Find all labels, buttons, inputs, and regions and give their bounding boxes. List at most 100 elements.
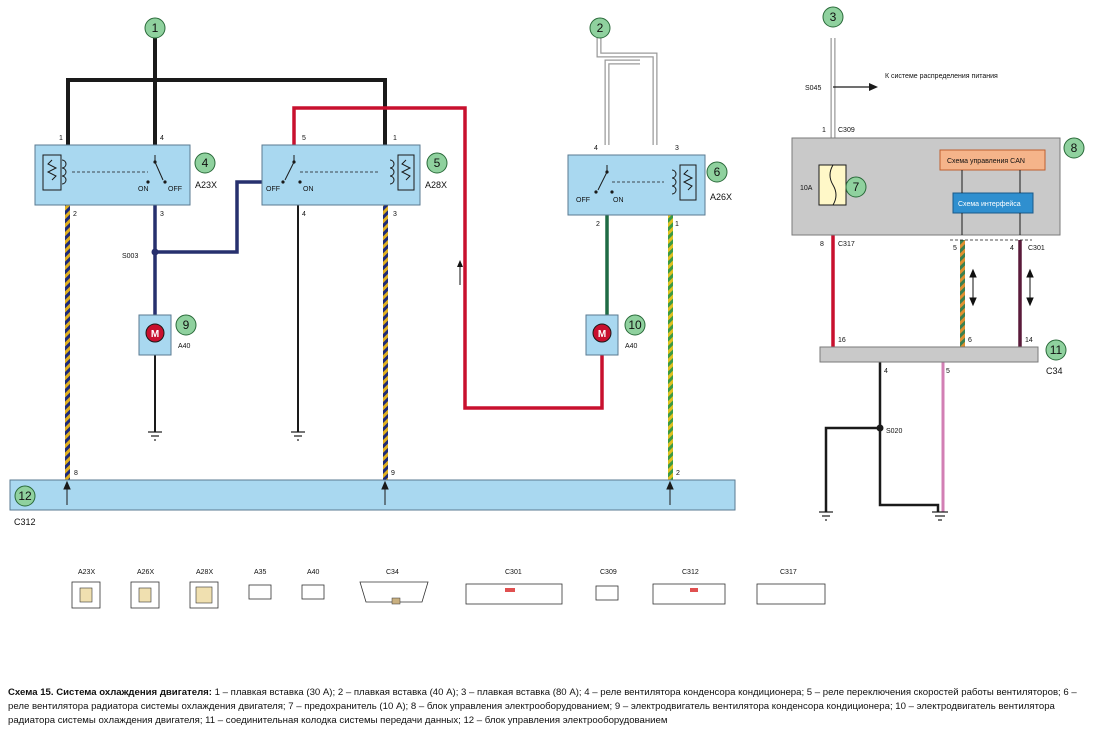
connector-legend: A23X A26X A28X A35 A40 C34 C301 C309 C31…: [71, 569, 826, 609]
svg-text:1: 1: [822, 127, 826, 134]
svg-text:C317: C317: [780, 569, 797, 576]
svg-text:1: 1: [59, 135, 63, 142]
svg-text:C309: C309: [600, 569, 617, 576]
marker-10: 10: [624, 314, 646, 336]
svg-text:C317: C317: [838, 241, 855, 248]
svg-text:3: 3: [160, 211, 164, 218]
svg-text:M: M: [151, 329, 159, 340]
svg-text:ON: ON: [303, 186, 314, 193]
svg-text:5: 5: [434, 156, 441, 170]
svg-text:4: 4: [1010, 245, 1014, 252]
svg-text:3: 3: [393, 211, 397, 218]
svg-text:A35: A35: [254, 569, 267, 576]
wire-blue-s003: [151, 180, 270, 432]
figure-caption: Схема 15. Система охлаждения двигателя: …: [8, 686, 1090, 728]
marker-6: 6: [706, 161, 728, 183]
wire-relay5-to-c312: [383, 205, 388, 480]
svg-text:A26X: A26X: [137, 569, 154, 576]
svg-text:12: 12: [18, 489, 32, 503]
relay-a23x: ON OFF A23X 1 4 2 3: [34, 135, 217, 218]
svg-text:A40: A40: [625, 343, 638, 350]
svg-text:1: 1: [152, 21, 159, 35]
splice-s045: S045: [805, 85, 821, 92]
svg-text:C312: C312: [682, 569, 699, 576]
svg-text:1: 1: [675, 221, 679, 228]
module-8: 10A Схема управления CAN Схема интерфейс…: [791, 127, 1061, 252]
svg-text:2: 2: [597, 21, 604, 35]
svg-text:6: 6: [968, 337, 972, 344]
svg-text:4: 4: [302, 211, 306, 218]
svg-text:OFF: OFF: [168, 186, 182, 193]
motor-10: M A40: [585, 314, 638, 356]
svg-text:C301: C301: [1028, 245, 1045, 252]
wire-relay6-to-c312: [668, 215, 673, 480]
wire-black-main: [66, 38, 387, 145]
marker-4: 4: [194, 152, 216, 174]
wire-relay4-to-c312: [65, 205, 70, 480]
motor-9: M A40: [138, 314, 191, 356]
svg-text:3: 3: [675, 145, 679, 152]
wire-red-relay5-motor10: [292, 106, 604, 410]
svg-text:5: 5: [953, 245, 957, 252]
marker-11: 11: [1045, 339, 1067, 361]
svg-text:OFF: OFF: [266, 186, 280, 193]
svg-text:Схема управления CAN: Схема управления CAN: [947, 158, 1025, 165]
wire-black-c34-ground: [824, 362, 940, 512]
svg-text:C34: C34: [1046, 366, 1063, 376]
svg-text:6: 6: [714, 165, 721, 179]
svg-text:7: 7: [853, 180, 860, 194]
marker-8: 8: [1063, 137, 1085, 159]
svg-text:5: 5: [946, 368, 950, 375]
marker-2: 2: [589, 17, 611, 39]
ground-symbols: [148, 431, 948, 521]
svg-text:4: 4: [202, 156, 209, 170]
svg-text:4: 4: [884, 368, 888, 375]
svg-text:A28X: A28X: [425, 180, 447, 190]
svg-text:3: 3: [830, 10, 837, 24]
marker-9: 9: [175, 314, 197, 336]
caption-title: Схема 15. Система охлаждения двигателя:: [8, 687, 212, 698]
svg-text:A28X: A28X: [196, 569, 213, 576]
svg-text:M: M: [598, 329, 606, 340]
svg-text:ON: ON: [138, 186, 149, 193]
svg-text:14: 14: [1025, 337, 1033, 344]
marker-3: 3: [822, 6, 844, 28]
svg-text:A40: A40: [307, 569, 320, 576]
svg-text:A23X: A23X: [78, 569, 95, 576]
svg-text:C309: C309: [838, 127, 855, 134]
svg-text:8: 8: [74, 470, 78, 477]
svg-text:A23X: A23X: [195, 180, 217, 190]
svg-text:A26X: A26X: [710, 192, 732, 202]
splice-s020: S020: [886, 428, 902, 435]
svg-text:16: 16: [838, 337, 846, 344]
svg-text:4: 4: [594, 145, 598, 152]
svg-text:2: 2: [676, 470, 680, 477]
svg-text:11: 11: [1050, 343, 1063, 357]
svg-text:10: 10: [628, 318, 642, 332]
caption-text: 1 – плавкая вставка (30 А); 2 – плавкая …: [8, 687, 1077, 726]
svg-text:9: 9: [391, 470, 395, 477]
svg-text:1: 1: [393, 135, 397, 142]
connector-11-c34: 16 6 14 4 5 C34: [819, 337, 1063, 376]
svg-text:A40: A40: [178, 343, 191, 350]
svg-text:OFF: OFF: [576, 197, 590, 204]
marker-5: 5: [426, 152, 448, 174]
relay-a26x: OFF ON A26X 4 3 2 1: [567, 145, 732, 228]
data-arrows: [969, 268, 1034, 307]
relay-a28x: OFF ON A28X 5 1 4 3: [261, 135, 447, 218]
svg-text:2: 2: [596, 221, 600, 228]
svg-text:C34: C34: [386, 569, 399, 576]
svg-text:ON: ON: [613, 197, 624, 204]
marker-7: 7: [845, 176, 867, 198]
svg-text:9: 9: [183, 318, 190, 332]
svg-text:8: 8: [820, 241, 824, 248]
svg-text:2: 2: [73, 211, 77, 218]
block-12-c312: C312 8 9 2: [9, 470, 736, 527]
svg-text:C301: C301: [505, 569, 522, 576]
wire-grey-fuse3: [830, 38, 878, 138]
wire-c301-5-to-c34-6: [960, 240, 965, 347]
marker-12: 12: [14, 485, 36, 507]
svg-text:5: 5: [302, 135, 306, 142]
flow-arrowhead: [457, 260, 463, 267]
